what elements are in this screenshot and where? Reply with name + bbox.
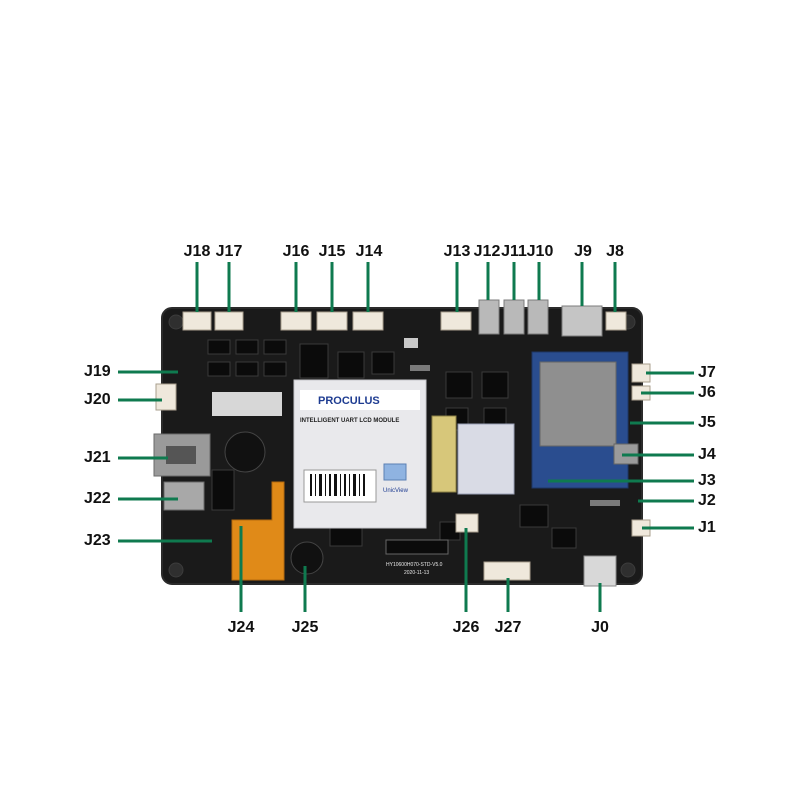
battery-holder [224, 431, 266, 473]
usb-port-j22 [163, 481, 205, 511]
label-j17: J17 [215, 243, 243, 260]
label-j15: J15 [318, 243, 346, 260]
label-j22: J22 [84, 490, 111, 507]
power-jack-j0 [583, 555, 617, 587]
label-j9: J9 [574, 243, 592, 260]
pcb-date-text: 2020-11-13 [404, 570, 429, 576]
label-j1: J1 [698, 519, 716, 536]
label-j7: J7 [698, 364, 716, 381]
connector-header-j8 [605, 311, 627, 331]
connector-header-j18 [182, 311, 212, 331]
fpc-cable-j24 [231, 481, 285, 581]
pcb-id-text: HY10600H070-STD-V5.0 [386, 562, 443, 568]
label-j6: J6 [698, 384, 716, 401]
module-subtitle: INTELLIGENT UART LCD MODULE [300, 418, 399, 424]
label-j0: J0 [591, 619, 609, 636]
label-j5: J5 [698, 414, 716, 431]
barcode [310, 474, 365, 496]
label-j16: J16 [282, 243, 310, 260]
label-j2: J2 [698, 492, 716, 509]
label-j23: J23 [84, 532, 111, 549]
label-j12: J12 [473, 243, 501, 260]
usb-port-j12 [478, 299, 500, 335]
label-j21: J21 [84, 449, 111, 466]
label-j26: J26 [452, 619, 480, 636]
connector-header-j16 [280, 311, 312, 331]
label-j25: J25 [291, 619, 319, 636]
usb-port-j11 [503, 299, 525, 335]
module-badge: UnicView [383, 488, 409, 494]
lcd-module: PROCULUS INTELLIGENT UART LCD MODULE Uni… [293, 379, 427, 529]
connector-header-j14 [352, 311, 384, 331]
callout-lines [118, 262, 694, 612]
ic-chips [207, 339, 577, 549]
label-j20: J20 [84, 391, 111, 408]
label-j13: J13 [443, 243, 471, 260]
label-j8: J8 [606, 243, 624, 260]
module-brand: PROCULUS [318, 395, 380, 407]
connector-header-j20 [155, 383, 177, 411]
label-j14: J14 [355, 243, 383, 260]
label-j18: J18 [183, 243, 211, 260]
wifi-module-j3 [531, 351, 629, 489]
label-j3: J3 [698, 472, 716, 489]
label-j19: J19 [84, 363, 111, 380]
label-j27: J27 [494, 619, 522, 636]
connector-header-j17 [214, 311, 244, 331]
hdmi-port-j9 [561, 305, 603, 337]
ethernet-jack-j21 [153, 433, 211, 477]
usb-port-j10 [527, 299, 549, 335]
label-j24: J24 [227, 619, 255, 636]
connector-header-j27 [483, 561, 531, 581]
connector-header-j15 [316, 311, 348, 331]
label-j11: J11 [501, 243, 527, 260]
ribbon-cable [431, 415, 515, 495]
buzzer-icon [290, 541, 324, 575]
label-j10: J10 [526, 243, 554, 260]
connector-header-j13 [440, 311, 472, 331]
fpc-connector [385, 539, 449, 555]
label-j4: J4 [698, 446, 716, 463]
